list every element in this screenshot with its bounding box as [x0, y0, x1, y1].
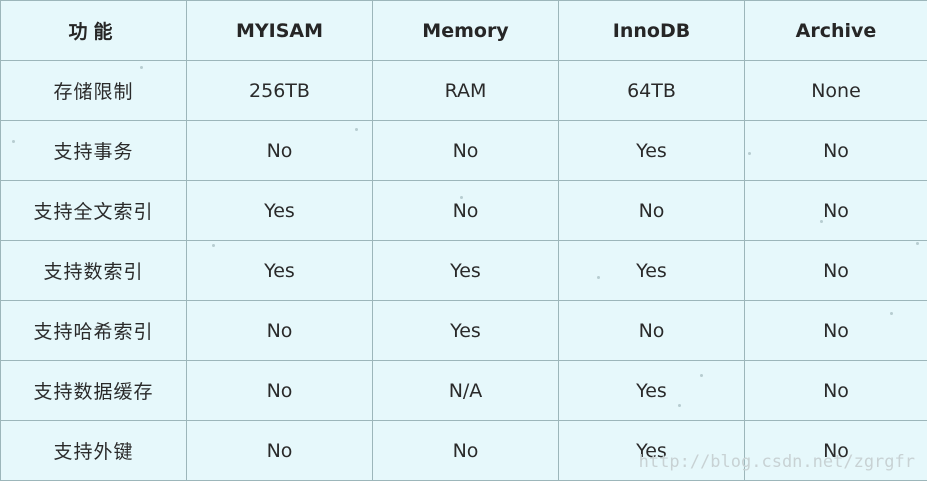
- table-cell: 64TB: [559, 61, 745, 121]
- table-cell: Yes: [373, 241, 559, 301]
- table-cell: No: [745, 241, 927, 301]
- table-cell: N/A: [373, 361, 559, 421]
- table-cell: No: [373, 121, 559, 181]
- table-row: 支持全文索引 Yes No No No: [1, 181, 927, 241]
- table-cell: No: [745, 301, 927, 361]
- feature-cell: 存储限制: [1, 61, 187, 121]
- feature-cell: 支持数索引: [1, 241, 187, 301]
- watermark-url: http://blog.csdn.net/zgrgfr: [639, 452, 915, 472]
- table-row: 支持事务 No No Yes No: [1, 121, 927, 181]
- column-header-memory: Memory: [373, 1, 559, 61]
- table-cell: No: [559, 181, 745, 241]
- column-header-archive: Archive: [745, 1, 927, 61]
- column-header-innodb: InnoDB: [559, 1, 745, 61]
- table-cell: No: [187, 121, 373, 181]
- table-cell: No: [745, 181, 927, 241]
- feature-cell: 支持全文索引: [1, 181, 187, 241]
- table-cell: None: [745, 61, 927, 121]
- table-cell: Yes: [373, 301, 559, 361]
- feature-cell: 支持数据缓存: [1, 361, 187, 421]
- table-cell: No: [187, 421, 373, 481]
- table-cell: Yes: [187, 181, 373, 241]
- feature-cell: 支持外键: [1, 421, 187, 481]
- feature-cell: 支持事务: [1, 121, 187, 181]
- table-cell: No: [745, 361, 927, 421]
- table-cell: No: [373, 181, 559, 241]
- table-cell: No: [187, 361, 373, 421]
- table-row: 支持数据缓存 No N/A Yes No: [1, 361, 927, 421]
- table-row: 存储限制 256TB RAM 64TB None: [1, 61, 927, 121]
- table-cell: No: [559, 301, 745, 361]
- table-cell: No: [745, 121, 927, 181]
- table-row: 支持数索引 Yes Yes Yes No: [1, 241, 927, 301]
- header-row: 功能 MYISAM Memory InnoDB Archive: [1, 1, 927, 61]
- table-cell: Yes: [187, 241, 373, 301]
- table-cell: Yes: [559, 361, 745, 421]
- column-header-myisam: MYISAM: [187, 1, 373, 61]
- column-header-feature: 功能: [1, 1, 187, 61]
- table-row: 支持哈希索引 No Yes No No: [1, 301, 927, 361]
- table-cell: RAM: [373, 61, 559, 121]
- table-cell: Yes: [559, 241, 745, 301]
- table-cell: No: [187, 301, 373, 361]
- feature-cell: 支持哈希索引: [1, 301, 187, 361]
- table-cell: Yes: [559, 121, 745, 181]
- table-cell: No: [373, 421, 559, 481]
- table-cell: 256TB: [187, 61, 373, 121]
